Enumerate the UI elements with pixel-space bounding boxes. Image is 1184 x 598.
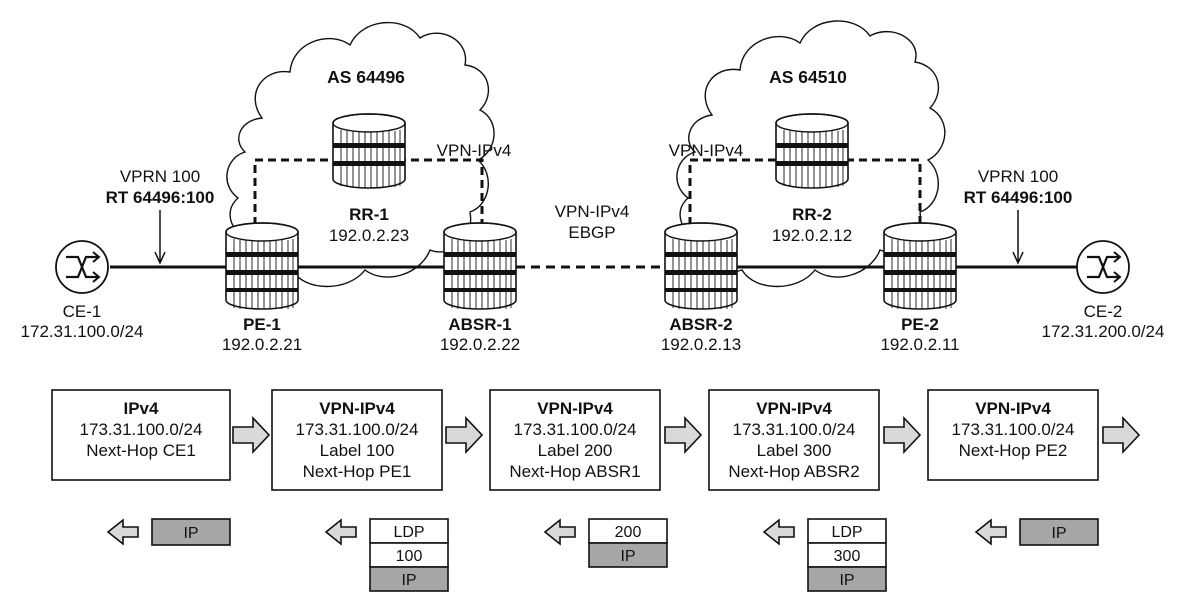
route-family: VPN-IPv4	[756, 399, 832, 418]
route-box-absr2	[708, 389, 880, 491]
advertise-arrow-icon	[664, 417, 702, 453]
route-box-pe1	[271, 389, 443, 491]
stack-cell-text: 300	[834, 548, 861, 565]
vpn-ipv4-label-right: VPN-IPv4	[669, 141, 744, 160]
route-next-hop: Next-Hop ABSR1	[509, 462, 640, 481]
vprn-left-rt: RT 64496:100	[106, 188, 215, 207]
route-family: VPN-IPv4	[537, 399, 613, 418]
packet-direction-arrow-icon	[325, 519, 357, 545]
route-prefix: 173.31.100.0/24	[296, 420, 419, 439]
stack-cell-ldp	[369, 518, 449, 544]
absr1-name: ABSR-1	[448, 315, 511, 334]
vprn-left-pointer-arrow	[154, 210, 166, 265]
absr2-router-icon	[664, 222, 738, 310]
as-64496-label: AS 64496	[327, 67, 405, 87]
stack-cell-text: IP	[620, 548, 635, 565]
advertise-arrow-icon	[1102, 417, 1140, 453]
stack-cell-text: IP	[1051, 525, 1066, 542]
pe2-name: PE-2	[901, 315, 939, 334]
vpn-ipv4-label-left: VPN-IPv4	[437, 141, 512, 160]
route-family: VPN-IPv4	[975, 399, 1051, 418]
rr2-router-icon	[775, 113, 849, 189]
ce2-address: 172.31.200.0/24	[1042, 322, 1165, 341]
ce2-name: CE-2	[1084, 302, 1123, 321]
vpn-ipv4-label-ebgp: VPN-IPv4	[555, 202, 630, 221]
route-label: Label 300	[757, 441, 832, 460]
ce1-address: 172.31.100.0/24	[21, 322, 144, 341]
vprn-right-name: VPRN 100	[978, 167, 1058, 186]
route-box-absr1	[489, 389, 661, 491]
pe1-address: 192.0.2.21	[222, 335, 302, 354]
route-family: IPv4	[124, 399, 160, 418]
stack-cell-ip	[369, 566, 449, 592]
ce1-name: CE-1	[63, 302, 102, 321]
stack-cell-text: LDP	[831, 524, 862, 541]
ibgp-session-as64496	[253, 158, 484, 225]
ibgp-session-as64510	[688, 158, 922, 225]
packet-direction-arrow-icon	[544, 519, 576, 545]
route-next-hop: Next-Hop PE1	[303, 462, 412, 481]
stack-cell-text: 100	[396, 548, 423, 565]
route-family: VPN-IPv4	[319, 399, 395, 418]
absr2-address: 192.0.2.13	[661, 335, 741, 354]
route-next-hop: Next-Hop ABSR2	[728, 462, 859, 481]
rr1-name: RR-1	[349, 205, 389, 224]
stack-cell-ip	[1019, 518, 1099, 546]
route-prefix: 173.31.100.0/24	[80, 420, 203, 439]
advertise-arrow-icon	[883, 417, 921, 453]
stack-cell-ip	[151, 518, 231, 546]
absr1-address: 192.0.2.22	[440, 335, 520, 354]
stack-cell-label	[807, 542, 887, 568]
ce1-router-icon	[54, 239, 110, 295]
packet-direction-arrow-icon	[107, 519, 139, 545]
route-box-ce1	[51, 389, 231, 481]
stack-cell-text: IP	[401, 572, 416, 589]
advertise-arrow-icon	[232, 417, 270, 453]
stack-cell-text: IP	[183, 525, 198, 542]
route-prefix: 173.31.100.0/24	[514, 420, 637, 439]
ce2-router-icon	[1075, 239, 1131, 295]
advertise-arrow-icon	[445, 417, 483, 453]
route-label: Label 100	[320, 441, 395, 460]
route-label: Label 200	[538, 441, 613, 460]
route-next-hop: Next-Hop PE2	[959, 441, 1068, 460]
stack-cell-ip	[807, 566, 887, 592]
vprn-left-name: VPRN 100	[120, 167, 200, 186]
vprn-right-pointer-arrow	[1012, 210, 1024, 265]
pe2-address: 192.0.2.11	[880, 335, 959, 354]
vprn-right-rt: RT 64496:100	[964, 188, 1073, 207]
absr2-name: ABSR-2	[669, 315, 732, 334]
packet-direction-arrow-icon	[975, 519, 1007, 545]
route-next-hop: Next-Hop CE1	[86, 441, 196, 460]
stack-cell-label	[588, 518, 668, 544]
packet-direction-arrow-icon	[763, 519, 795, 545]
rr1-address: 192.0.2.23	[329, 226, 409, 245]
pe1-name: PE-1	[243, 315, 281, 334]
stack-cell-text: LDP	[393, 524, 424, 541]
stack-cell-ip	[588, 542, 668, 568]
pe2-router-icon	[883, 222, 957, 310]
absr1-router-icon	[443, 222, 517, 310]
pe1-router-icon	[225, 222, 299, 310]
stack-cell-text: IP	[839, 572, 854, 589]
route-prefix: 173.31.100.0/24	[952, 420, 1075, 439]
route-prefix: 173.31.100.0/24	[733, 420, 856, 439]
stack-cell-text: 200	[615, 524, 642, 541]
stack-cell-ldp	[807, 518, 887, 544]
stack-cell-label	[369, 542, 449, 568]
rr2-name: RR-2	[792, 205, 832, 224]
as-64510-label: AS 64510	[769, 67, 847, 87]
route-box-pe2	[927, 389, 1099, 481]
ebgp-label: EBGP	[568, 223, 615, 242]
rr1-router-icon	[332, 113, 406, 189]
rr2-address: 192.0.2.12	[772, 226, 852, 245]
